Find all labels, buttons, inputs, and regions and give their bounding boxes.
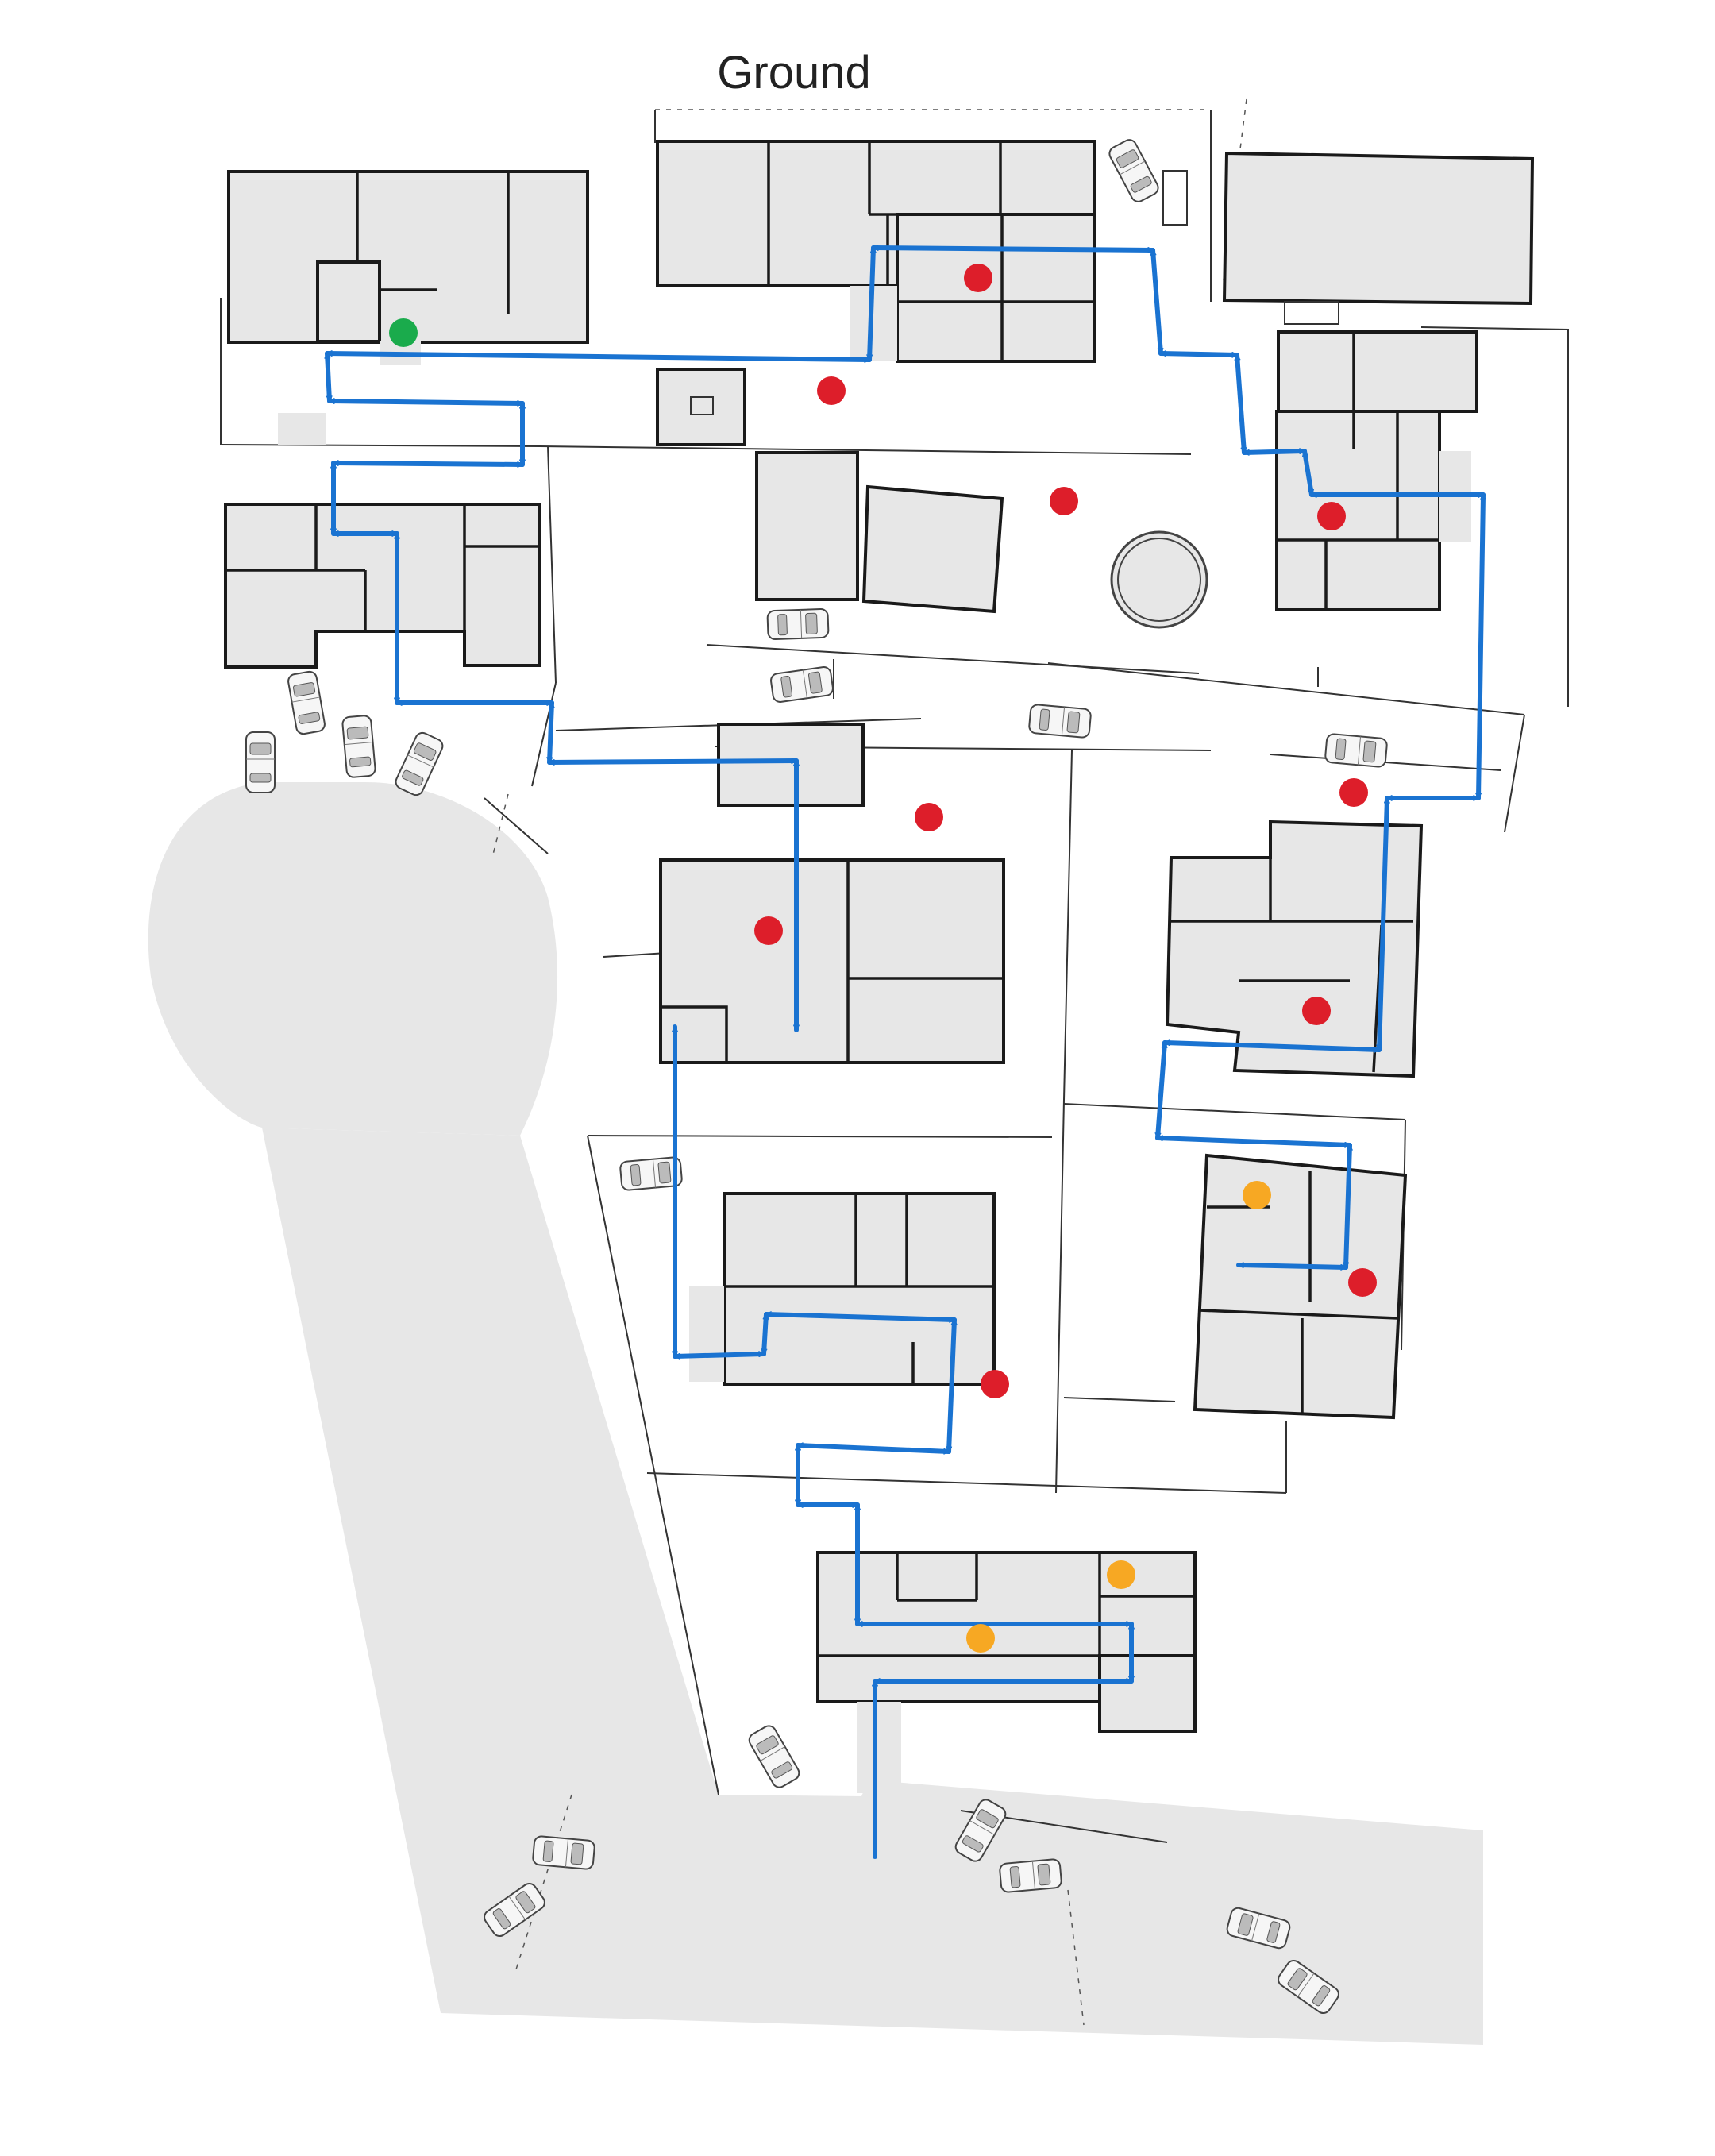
ground-area <box>148 782 1483 2045</box>
route-arrow <box>866 245 877 362</box>
car-icon <box>1106 136 1162 206</box>
route-arrow <box>1302 449 1314 497</box>
building-top-right <box>1162 151 1535 611</box>
red-marker <box>754 916 783 945</box>
red-marker <box>1339 778 1368 807</box>
car-icon <box>286 669 327 736</box>
route-arrow <box>1158 350 1239 358</box>
roundabout <box>148 782 558 1136</box>
car-icon <box>769 665 835 704</box>
red-marker <box>1317 502 1346 530</box>
route-arrow <box>1242 448 1307 456</box>
route-arrow <box>796 1442 951 1455</box>
building-left-middle <box>224 503 541 669</box>
red-marker <box>1302 997 1331 1025</box>
car-icon <box>766 607 830 641</box>
orange-marker <box>1243 1181 1271 1209</box>
route-arrows <box>324 245 1486 1859</box>
car-icon <box>1027 703 1093 739</box>
car-icon <box>1324 732 1389 769</box>
route-arrow <box>871 245 1155 253</box>
route-arrow <box>761 1312 769 1356</box>
car-icon <box>245 731 276 793</box>
route-arrow <box>327 398 525 407</box>
building-center <box>755 451 1208 629</box>
route-arrow <box>331 460 525 468</box>
car-icon <box>392 729 446 799</box>
car-icon <box>746 1722 803 1791</box>
car-icon <box>341 714 377 779</box>
red-marker <box>1348 1268 1377 1297</box>
markers <box>389 264 1377 1653</box>
red-marker <box>915 803 943 831</box>
route-arrow <box>1155 1135 1352 1148</box>
site-lines <box>220 98 1569 2026</box>
orange-marker <box>1107 1560 1135 1589</box>
building-center-large <box>659 723 1005 1064</box>
route-arrow <box>546 700 555 765</box>
building-center-lower <box>689 1192 996 1386</box>
red-marker <box>981 1370 1009 1398</box>
map-title: Ground <box>0 46 1715 99</box>
car-icon <box>998 1857 1063 1894</box>
route-arrow <box>1475 492 1486 800</box>
route-arrow <box>673 1351 766 1360</box>
buildings <box>224 140 1535 1793</box>
red-marker <box>817 376 846 405</box>
route-arrow <box>1236 1262 1348 1271</box>
access-road <box>262 1128 1483 2045</box>
red-marker <box>1050 487 1078 515</box>
route-arrow <box>1162 1039 1382 1053</box>
route-arrow <box>1150 248 1164 356</box>
floor-label: Ground <box>717 47 871 98</box>
start-marker <box>389 318 418 347</box>
route-arrow <box>547 758 799 766</box>
orange-marker <box>966 1624 995 1653</box>
red-marker <box>964 264 992 292</box>
route-arrow <box>764 1311 957 1323</box>
route-arrow <box>946 1317 958 1454</box>
route-arrow <box>325 350 872 363</box>
route-arrow <box>1234 353 1247 455</box>
route-arrow <box>1154 1040 1168 1140</box>
route-arrow <box>1376 796 1390 1052</box>
building-top-center <box>656 140 1096 446</box>
building-right-middle <box>1165 820 1424 1078</box>
route-arrow <box>1343 1143 1353 1270</box>
car-icon <box>531 1834 596 1871</box>
building-top-left <box>227 170 589 445</box>
route-arrow <box>324 351 333 403</box>
